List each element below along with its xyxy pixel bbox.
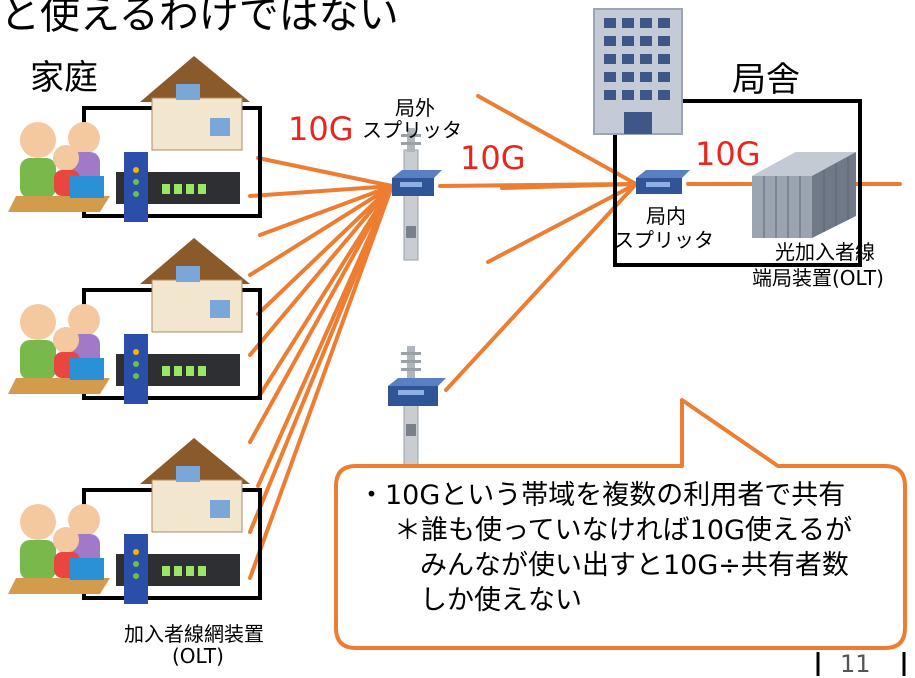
- onu-label-2: (OLT): [172, 644, 224, 668]
- olt-label-2: 端局装置(OLT): [752, 266, 884, 290]
- olt-label-1: 光加入者線: [775, 240, 875, 264]
- callout-bubble: [334, 398, 907, 650]
- fiber-lines-to-outdoor-splitter: [248, 156, 394, 580]
- callout-line-2: ＊誰も使っていなければ10G使えるが: [394, 515, 853, 546]
- olt-server-icon: [752, 152, 856, 238]
- outdoor-splitter-pole-icon: [392, 128, 442, 261]
- page-number: 11: [840, 650, 871, 678]
- callout-line-3: みんなが使い出すと10G÷共有者数: [420, 550, 849, 581]
- home-label: 家庭: [30, 58, 98, 98]
- outdoor-splitter-pole-icon-2: [388, 346, 446, 469]
- indoor-splitter-label-1: 局内: [646, 204, 686, 228]
- speed-label-mid: 10G: [460, 139, 526, 177]
- header-text: と使えるわけではない: [0, 0, 399, 38]
- onu-label-1: 加入者線網装置: [124, 622, 264, 646]
- outdoor-splitter-label-1: 局外: [395, 96, 435, 120]
- home-icon-2: [8, 238, 262, 404]
- station-building-icon: [593, 8, 683, 135]
- outdoor-splitter-label-2: スプリッタ: [362, 118, 462, 142]
- station-box: [613, 99, 862, 267]
- speed-label-left: 10G: [288, 110, 354, 148]
- callout-line-1: ・10Gという帯域を複数の利用者で共有: [358, 480, 846, 511]
- home-icon-3: [8, 438, 262, 604]
- indoor-splitter-label-2: スプリッタ: [614, 228, 714, 252]
- callout-text: ・10Gという帯域を複数の利用者で共有 ＊誰も使っていなければ10G使えるが み…: [358, 478, 898, 618]
- station-label: 局舎: [732, 60, 800, 100]
- fiber-lines-to-indoor-splitter: [438, 94, 902, 392]
- home-icon-1: [8, 56, 262, 222]
- indoor-splitter-icon: [636, 170, 690, 194]
- callout-line-4: しか使えない: [420, 585, 582, 616]
- speed-label-right: 10G: [695, 135, 761, 173]
